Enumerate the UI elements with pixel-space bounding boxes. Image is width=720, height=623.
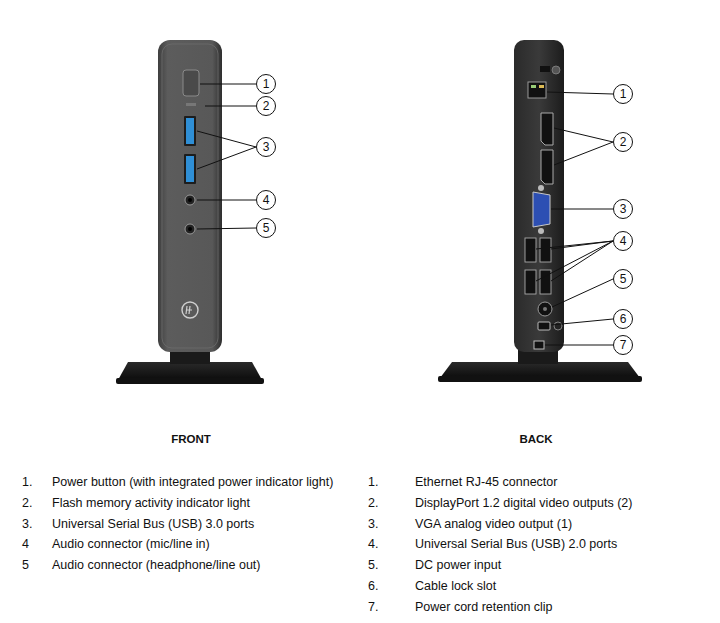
part-description: Audio connector (mic/line in)	[52, 537, 210, 552]
callout-circle: 3	[613, 199, 633, 219]
callout-number: 4	[620, 235, 627, 247]
view-heading: BACK	[519, 433, 552, 447]
part-description: VGA analog video output (1)	[415, 517, 572, 532]
list-number: 4.	[368, 537, 378, 552]
list-number: 2.	[368, 496, 378, 511]
list-number: 7.	[368, 600, 378, 615]
callout-circle: 6	[613, 309, 633, 329]
part-description: Power cord retention clip	[415, 600, 553, 615]
leader-lines	[197, 84, 613, 345]
part-description: Power button (with integrated power indi…	[52, 475, 333, 490]
list-number: 3.	[368, 517, 378, 532]
part-description: Audio connector (headphone/line out)	[52, 558, 260, 573]
callout-circle: 4	[256, 190, 276, 210]
list-number: 6.	[368, 579, 378, 594]
callout-number: 2	[263, 100, 270, 112]
part-description: DC power input	[415, 558, 501, 573]
part-description: Flash memory activity indicator light	[52, 496, 250, 511]
list-number: 4	[22, 537, 29, 552]
part-description: Cable lock slot	[415, 579, 496, 594]
callout-number: 3	[620, 203, 627, 215]
part-description: Universal Serial Bus (USB) 2.0 ports	[415, 537, 617, 552]
list-number: 3.	[22, 517, 32, 532]
front-device	[116, 40, 264, 384]
callout-circle: 1	[256, 74, 276, 94]
callout-circle: 5	[256, 218, 276, 238]
part-description: Universal Serial Bus (USB) 3.0 ports	[52, 517, 254, 532]
callout-number: 7	[620, 339, 627, 351]
list-number: 5.	[368, 558, 378, 573]
callout-number: 2	[620, 136, 627, 148]
list-number: 5	[22, 558, 29, 573]
callout-number: 6	[620, 313, 627, 325]
callout-circle: 3	[256, 137, 276, 157]
list-number: 2.	[22, 496, 32, 511]
callout-number: 4	[263, 194, 270, 206]
list-number: 1.	[368, 475, 378, 490]
callout-circle: 2	[613, 132, 633, 152]
callout-number: 3	[263, 141, 270, 153]
list-number: 1.	[22, 475, 32, 490]
part-description: DisplayPort 1.2 digital video outputs (2…	[415, 496, 632, 511]
view-heading: FRONT	[171, 433, 211, 447]
callout-circle: 7	[613, 335, 633, 355]
callout-circle: 2	[256, 96, 276, 116]
callout-number: 1	[263, 78, 270, 90]
callout-number: 5	[620, 273, 627, 285]
callout-number: 5	[263, 222, 270, 234]
callout-circle: 5	[613, 269, 633, 289]
callout-circle: 1	[613, 84, 633, 104]
part-description: Ethernet RJ-45 connector	[415, 475, 557, 490]
back-device	[438, 40, 642, 382]
callout-circle: 4	[613, 231, 633, 251]
callout-number: 1	[620, 88, 627, 100]
